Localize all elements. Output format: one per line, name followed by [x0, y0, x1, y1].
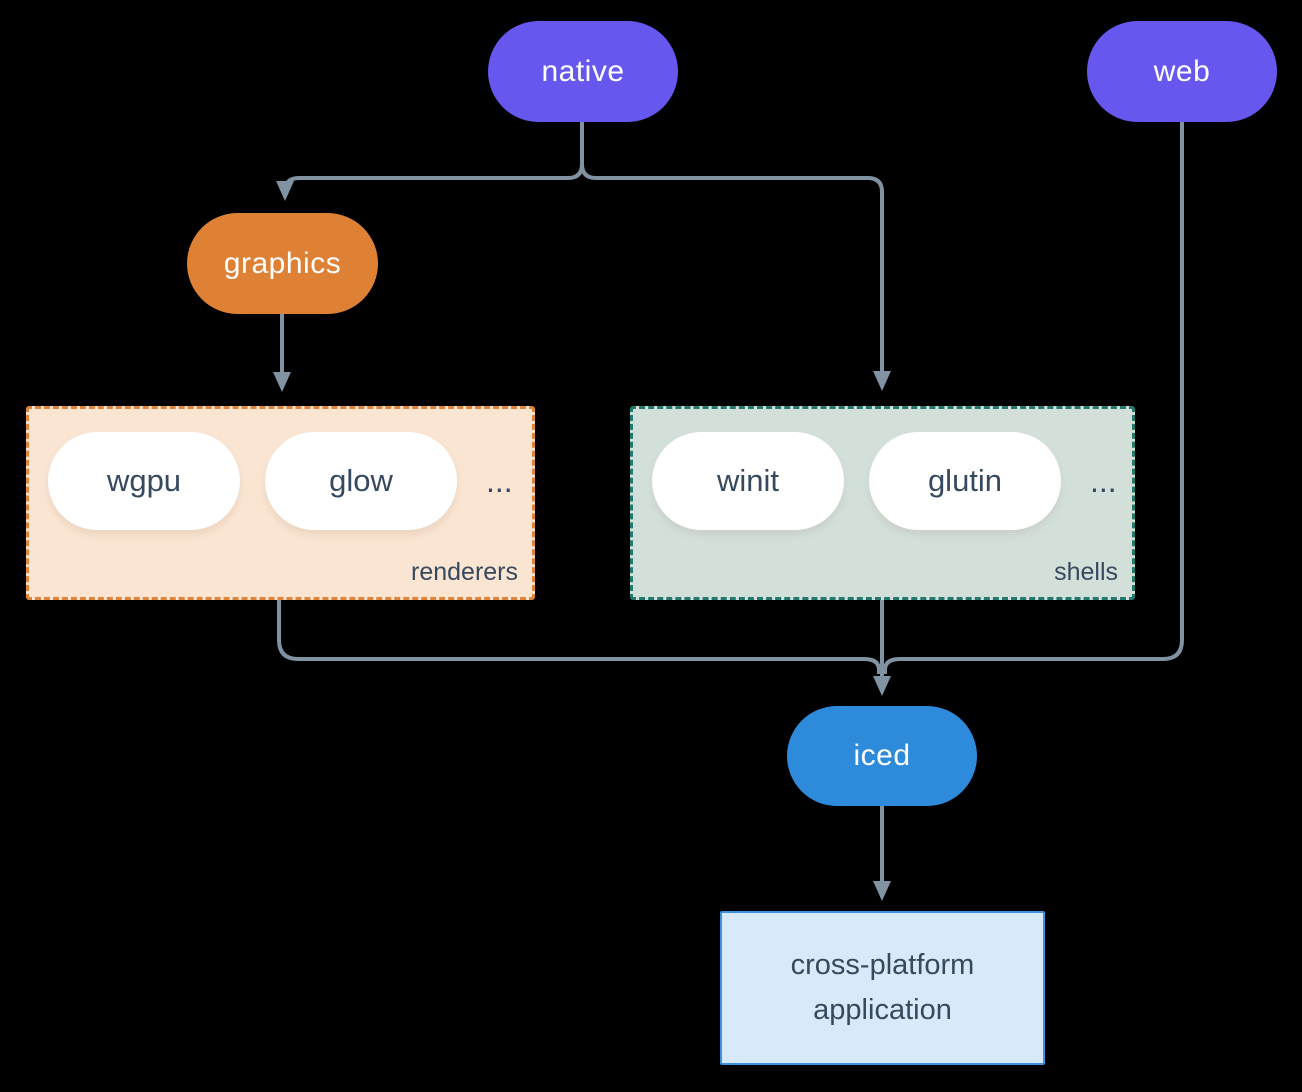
node-wgpu: wgpu	[48, 432, 240, 530]
node-iced-label: iced	[853, 739, 911, 772]
node-web: web	[1087, 21, 1277, 122]
group-shells: winit glutin ... shells	[630, 406, 1135, 600]
app-label-line1: cross-platform	[790, 949, 975, 981]
node-winit-label: winit	[716, 463, 779, 498]
renderers-ellipsis: ...	[486, 462, 513, 499]
node-cross-platform-application: cross-platform application	[720, 911, 1045, 1065]
node-glutin-label: glutin	[927, 463, 1003, 498]
node-glow-label: glow	[329, 463, 393, 498]
app-label-line2: application	[813, 994, 952, 1026]
node-glutin: glutin	[869, 432, 1061, 530]
edge-native-graphics	[276, 122, 584, 201]
shells-ellipsis: ...	[1090, 462, 1117, 499]
group-renderers: wgpu glow ... renderers	[26, 406, 535, 600]
node-web-label: web	[1153, 54, 1211, 88]
edge-native-shells	[580, 163, 891, 391]
node-winit: winit	[652, 432, 844, 530]
node-graphics: graphics	[187, 213, 378, 314]
node-iced: iced	[787, 706, 977, 806]
node-wgpu-label: wgpu	[106, 463, 182, 498]
group-shells-label: shells	[1054, 558, 1118, 586]
node-native: native	[488, 21, 678, 122]
group-renderers-row: wgpu glow ...	[48, 432, 532, 530]
node-native-label: native	[541, 54, 625, 88]
edge-renderers-iced	[277, 600, 881, 674]
node-glow: glow	[265, 432, 457, 530]
edge-web-iced	[883, 122, 1184, 674]
group-renderers-label: renderers	[411, 558, 518, 586]
group-shells-row: winit glutin ...	[652, 432, 1132, 530]
node-graphics-label: graphics	[223, 246, 342, 280]
